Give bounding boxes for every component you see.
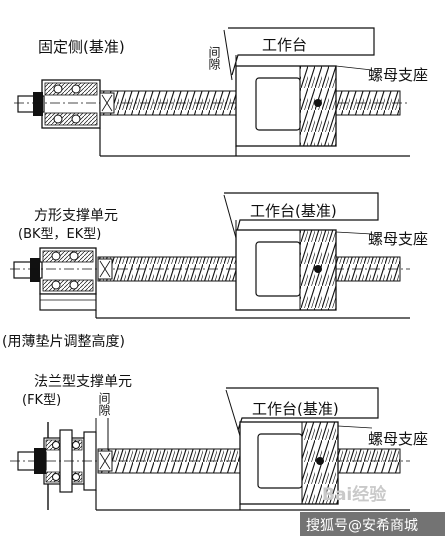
nut-block: 螺母支座 — [235, 229, 428, 311]
panel-fixed-side: 固定侧(基准) 间隙 工作台 — [14, 27, 428, 157]
panel-square-support: 方形支撑单元 (BK型，EK型) 工作台(基准) — [2, 192, 428, 350]
flange-support-label: 法兰型支撑单元 — [34, 374, 132, 390]
fixed-side-label: 固定侧(基准) — [38, 38, 125, 56]
nut-support-label: 螺母支座 — [368, 230, 428, 248]
fixed-support-housing — [17, 79, 236, 157]
worktable-label: 工作台 — [262, 36, 307, 54]
gap-label: 间隙 — [97, 392, 111, 416]
square-support-label: 方形支撑单元 — [34, 208, 118, 224]
panel-flange-support: 法兰型支撑单元 (FK型) 间隙 工作台(基准) — [10, 374, 428, 511]
square-support-housing — [13, 247, 410, 319]
flange-support-type-label: (FK型) — [22, 393, 61, 408]
shim-adjust-label: (用薄垫片调整高度) — [2, 333, 125, 350]
nut-support-label: 螺母支座 — [368, 430, 428, 448]
worktable-label: 工作台(基准) — [252, 400, 339, 418]
footer-watermark: 搜狐号@安希商城 — [306, 518, 418, 534]
baidu-watermark: Bai经验 — [322, 484, 387, 505]
gap-label: 间隙 — [207, 46, 221, 70]
worktable: 工作台(基准) — [223, 192, 379, 239]
nut-block: 螺母支座 — [235, 65, 428, 157]
footer-watermark-bg — [300, 512, 445, 536]
worktable-label: 工作台(基准) — [250, 202, 337, 220]
nut-support-label: 螺母支座 — [368, 66, 428, 84]
square-support-type-label: (BK型，EK型) — [18, 227, 101, 242]
nut-block: 螺母支座 — [239, 421, 428, 511]
